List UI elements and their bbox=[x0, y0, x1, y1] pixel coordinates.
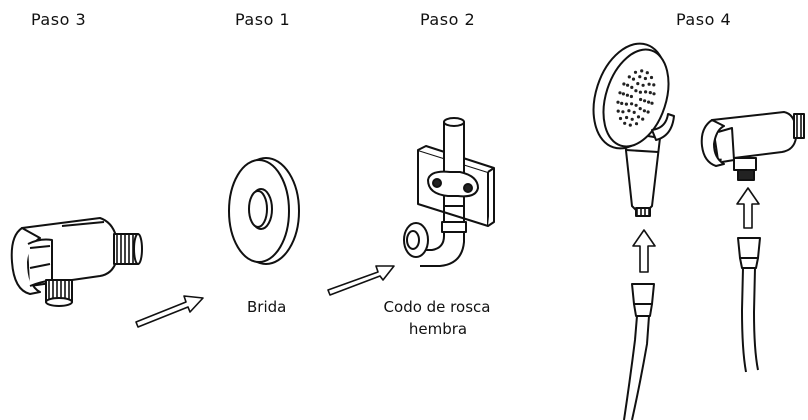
nozzle-dot bbox=[636, 82, 640, 86]
nozzle-dot bbox=[647, 100, 651, 104]
nozzle-dot bbox=[618, 91, 622, 95]
nozzle-dot bbox=[647, 82, 651, 86]
step-3-label: Paso 3 bbox=[31, 10, 86, 29]
nozzle-dot bbox=[650, 101, 654, 105]
nozzle-dot bbox=[625, 93, 630, 97]
nozzle-dot bbox=[628, 123, 632, 127]
nozzle-dot bbox=[641, 117, 645, 121]
nozzle-dot bbox=[645, 71, 649, 75]
nozzle-dot bbox=[627, 75, 631, 79]
step-1-label: Paso 1 bbox=[235, 10, 290, 29]
elbow-caption-line-1: Codo de rosca bbox=[384, 298, 491, 316]
step-4-label: Paso 4 bbox=[676, 10, 731, 29]
wall-holder-icon bbox=[10, 217, 143, 307]
nozzle-dot bbox=[649, 75, 654, 80]
wall-holder-icon bbox=[700, 111, 805, 181]
nozzle-dot bbox=[634, 103, 638, 107]
nozzle-dot bbox=[627, 109, 631, 113]
nozzle-dot bbox=[623, 121, 627, 125]
nozzle-dot bbox=[620, 101, 624, 105]
nozzle-dot bbox=[636, 115, 641, 119]
arrow-icon bbox=[135, 295, 204, 328]
nozzle-dot bbox=[625, 115, 629, 120]
nozzle-dot bbox=[652, 83, 656, 87]
nozzle-dot bbox=[618, 116, 623, 121]
flange-icon bbox=[228, 157, 300, 265]
nozzle-dot bbox=[638, 107, 642, 111]
nozzle-dot bbox=[643, 76, 648, 81]
nozzle-dot bbox=[644, 90, 648, 94]
nozzle-dot bbox=[616, 100, 620, 104]
nozzle-dot bbox=[643, 99, 647, 103]
nozzle-dot bbox=[630, 117, 634, 121]
nozzle-dot bbox=[624, 102, 629, 106]
nozzle-dot bbox=[622, 82, 626, 86]
nozzle-dot bbox=[626, 83, 630, 87]
nozzle-dot bbox=[648, 91, 652, 95]
nozzle-dot bbox=[634, 122, 639, 126]
arrow-icon bbox=[632, 229, 656, 273]
nozzle-dot bbox=[630, 102, 634, 106]
nozzle-dot bbox=[641, 83, 645, 87]
nozzle-dot bbox=[639, 97, 643, 102]
arrow-icon bbox=[327, 265, 395, 296]
nozzle-dot bbox=[634, 89, 638, 93]
nozzle-dot bbox=[632, 110, 636, 114]
flange-caption: Brida bbox=[247, 298, 286, 316]
step-2-label: Paso 2 bbox=[420, 10, 475, 29]
nozzle-dot bbox=[652, 92, 656, 96]
nozzle-dot bbox=[642, 109, 647, 113]
nozzle-dot bbox=[630, 85, 634, 89]
nozzle-dot bbox=[621, 92, 626, 96]
hose-icon bbox=[623, 283, 655, 420]
hose-icon bbox=[737, 237, 761, 373]
arrow-icon bbox=[736, 187, 760, 229]
nozzle-dot bbox=[616, 109, 620, 113]
elbow-caption-line-2: hembra bbox=[409, 320, 467, 338]
nozzle-dot bbox=[640, 69, 644, 73]
shower-head-icon bbox=[592, 42, 675, 217]
nozzle-dot bbox=[629, 94, 634, 99]
nozzle-dot bbox=[631, 77, 636, 81]
nozzle-dot bbox=[621, 110, 625, 114]
nozzle-dot bbox=[638, 90, 643, 94]
nozzle-dot bbox=[633, 70, 638, 74]
nozzle-dot bbox=[638, 75, 642, 79]
nozzle-dot bbox=[646, 110, 650, 114]
elbow-icon bbox=[403, 117, 495, 267]
